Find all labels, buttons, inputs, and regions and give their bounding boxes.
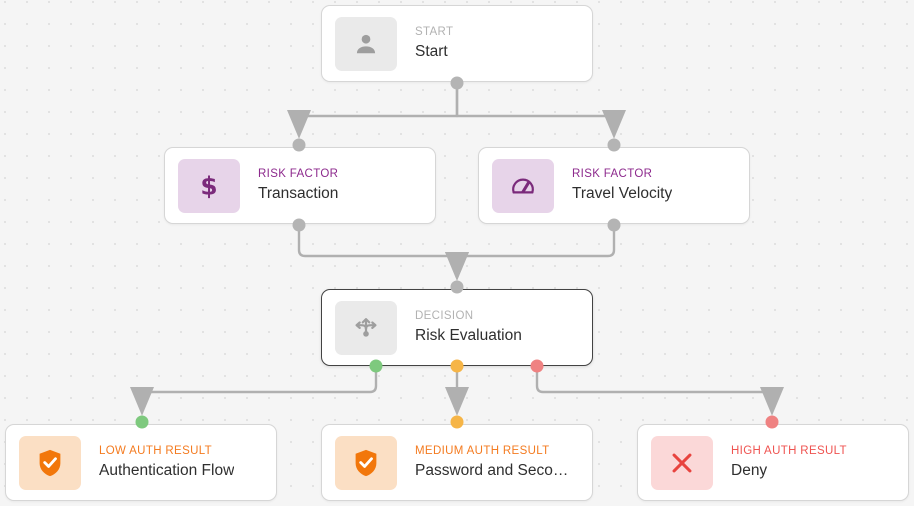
node-start-kicker: START [415, 26, 454, 38]
shield-check-icon [19, 435, 81, 490]
port-start-out[interactable] [450, 76, 464, 90]
port-decision-out-medium[interactable] [450, 359, 464, 373]
node-low-auth-result-text: LOW AUTH RESULT Authentication Flow [99, 444, 234, 481]
node-high-auth-result-title: Deny [731, 462, 768, 479]
node-decision-kicker: DECISION [415, 310, 474, 322]
node-medium-auth-result-title: Password and Seco… [415, 462, 569, 479]
node-transaction-text: RISK FACTOR Transaction [258, 167, 338, 204]
edge-transaction-to-decision [297, 224, 469, 281]
x-cross-icon [651, 435, 713, 490]
port-travel-in[interactable] [607, 138, 621, 152]
node-medium-auth-result[interactable]: MEDIUM AUTH RESULT Password and Seco… [321, 424, 593, 501]
edge-start-to-travel [455, 83, 626, 139]
svg-text:$: $ [200, 172, 217, 200]
node-decision-text: DECISION Risk Evaluation [415, 309, 522, 346]
node-low-auth-result-title: Authentication Flow [99, 462, 235, 479]
node-low-auth-result-kicker: LOW AUTH RESULT [99, 445, 213, 457]
edge-decision-to-low [130, 366, 378, 416]
node-medium-auth-result-kicker: MEDIUM AUTH RESULT [415, 445, 550, 457]
port-medium-in[interactable] [450, 415, 464, 429]
port-decision-out-low[interactable] [369, 359, 383, 373]
node-low-auth-result[interactable]: LOW AUTH RESULT Authentication Flow [5, 424, 277, 501]
node-travel-velocity-text: RISK FACTOR Travel Velocity [572, 167, 672, 204]
node-start-title: Start [415, 43, 448, 60]
port-decision-in[interactable] [450, 280, 464, 294]
node-high-auth-result-kicker: HIGH AUTH RESULT [731, 445, 847, 457]
node-travel-velocity[interactable]: RISK FACTOR Travel Velocity [478, 147, 750, 224]
node-medium-auth-result-text: MEDIUM AUTH RESULT Password and Seco… [415, 444, 568, 481]
speedometer-icon [492, 158, 554, 213]
dollar-icon: $ [178, 158, 240, 213]
node-transaction-kicker: RISK FACTOR [258, 168, 339, 180]
port-low-in[interactable] [135, 415, 149, 429]
node-start-text: START Start [415, 25, 453, 62]
shield-check-icon [335, 435, 397, 490]
node-high-auth-result[interactable]: HIGH AUTH RESULT Deny [637, 424, 909, 501]
edge-start-to-transaction [287, 83, 459, 139]
node-travel-velocity-title: Travel Velocity [572, 185, 673, 202]
port-transaction-out[interactable] [292, 218, 306, 232]
edge-decision-to-high [535, 366, 784, 416]
node-start[interactable]: START Start [321, 5, 593, 82]
node-travel-velocity-kicker: RISK FACTOR [572, 168, 653, 180]
user-icon [335, 16, 397, 71]
branch-arrows-icon [335, 300, 397, 355]
port-decision-out-high[interactable] [530, 359, 544, 373]
node-decision-title: Risk Evaluation [415, 327, 522, 344]
node-transaction-title: Transaction [258, 185, 339, 202]
node-transaction[interactable]: $ RISK FACTOR Transaction [164, 147, 436, 224]
port-high-in[interactable] [765, 415, 779, 429]
edge-travel-to-decision [445, 224, 616, 281]
node-decision[interactable]: DECISION Risk Evaluation [321, 289, 593, 366]
node-high-auth-result-text: HIGH AUTH RESULT Deny [731, 444, 847, 481]
port-transaction-in[interactable] [292, 138, 306, 152]
port-travel-out[interactable] [607, 218, 621, 232]
